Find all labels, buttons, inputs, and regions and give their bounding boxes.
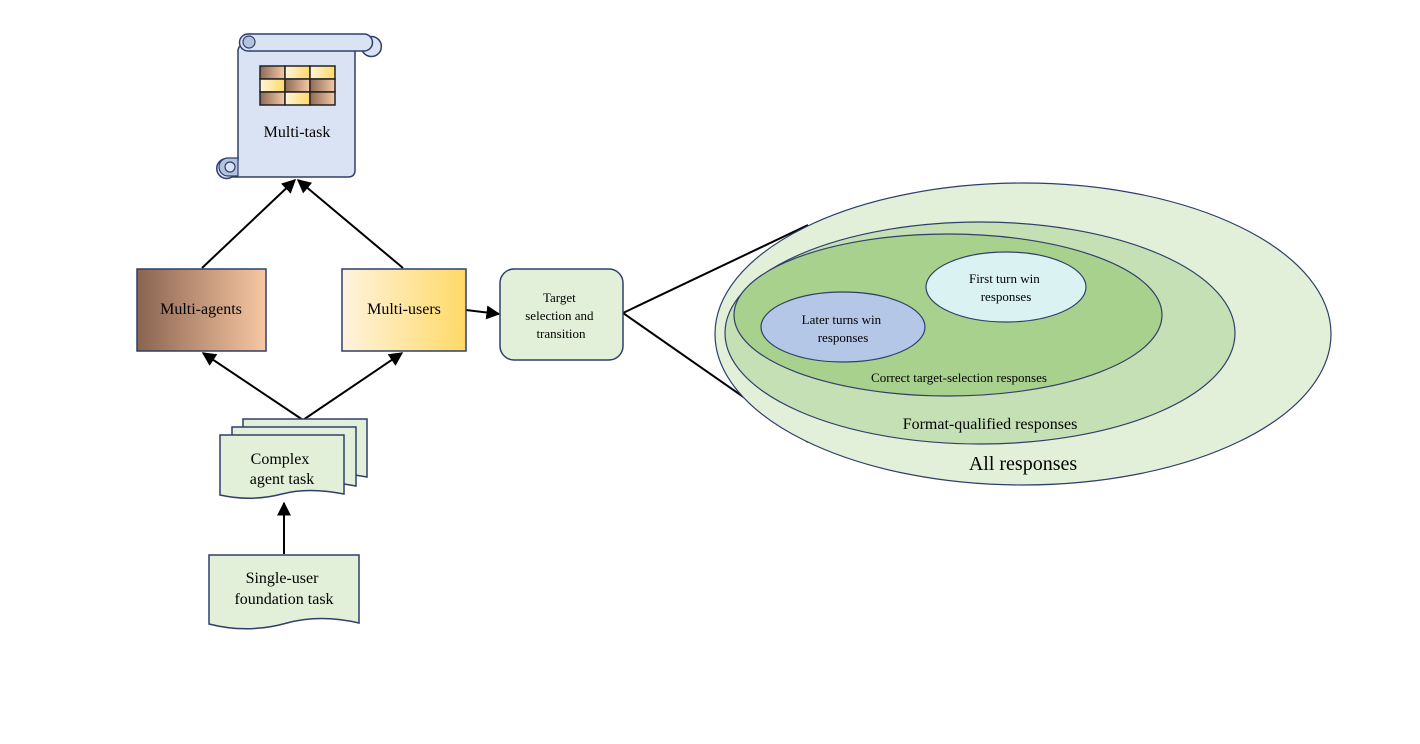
target-selection-box: Target selection and transition: [499, 268, 624, 361]
single-user-task-doc: Single-user foundation task: [208, 554, 360, 630]
correct-target-label: Correct target-selection responses: [871, 370, 1047, 385]
multi-task-scroll: Multi-task: [216, 33, 383, 180]
multi-task-label: Multi-task: [264, 124, 331, 141]
arrow-agents-to-multitask: [201, 179, 297, 269]
single-user-line-2: foundation task: [234, 591, 333, 608]
later-turns-line-2: responses: [818, 330, 869, 345]
multi-agents-label: Multi-agents: [160, 301, 242, 318]
multi-agents-box: Multi-agents: [136, 268, 267, 352]
single-user-line-1: Single-user: [246, 570, 320, 587]
table-grid-icon: [259, 65, 336, 106]
multi-users-box: Multi-users: [341, 268, 467, 352]
svg-text:Later turns win response: Later turns win responses: [802, 312, 885, 345]
connectors: [201, 179, 809, 554]
svg-text:Single-user foundation t: Single-user foundation task: [234, 570, 333, 608]
arrow-complex-to-users: [302, 352, 404, 421]
target-selection-line-3: transition: [536, 326, 586, 341]
arrow-complex-to-agents: [201, 352, 304, 421]
ellipse-first-turn-win: [925, 251, 1087, 323]
target-selection-line-1: Target: [543, 290, 576, 305]
zoom-line-upper: [622, 224, 809, 314]
complex-task-line-2: agent task: [250, 471, 314, 488]
later-turns-line-1: Later turns win: [802, 312, 882, 327]
all-responses-label: All responses: [969, 453, 1078, 475]
format-qualified-label: Format-qualified responses: [903, 416, 1078, 433]
svg-text:Target selection and: Target selection and transition: [525, 290, 596, 341]
svg-text:Complex agent task: Complex agent task: [250, 451, 314, 488]
response-venn: First turn win responses Later turns win…: [714, 182, 1332, 486]
ellipse-later-turns-win: [760, 291, 926, 363]
arrow-users-to-multitask: [296, 179, 404, 269]
first-turn-line-2: responses: [981, 289, 1032, 304]
svg-text:First turn win responses: First turn win responses: [969, 271, 1043, 304]
complex-agent-task-stack: Complex agent task: [219, 418, 368, 499]
complex-task-line-1: Complex: [251, 451, 310, 468]
arrow-users-to-target: [465, 305, 501, 320]
target-selection-line-2: selection and: [525, 308, 594, 323]
first-turn-line-1: First turn win: [969, 271, 1040, 286]
multi-users-label: Multi-users: [367, 301, 441, 318]
